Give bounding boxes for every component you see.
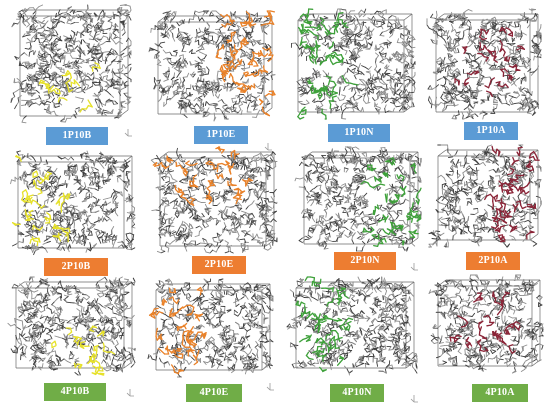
panel-4p10e: 4P10E [146, 278, 274, 404]
polymer-chains [428, 144, 542, 248]
panel-label: 2P10E [192, 256, 246, 274]
panel-label: 1P10N [328, 124, 390, 142]
molecular-box-image [147, 278, 274, 378]
molecular-box-image [428, 274, 544, 374]
panel-label: 4P10N [330, 384, 384, 402]
panel-2p10e: 2P10E [150, 146, 278, 274]
panel-1p10b: 1P10B [10, 4, 132, 152]
polymer-chains [10, 150, 136, 256]
panel-label: 2P10B [44, 258, 108, 276]
highlighted-molecules [38, 62, 101, 113]
highlighted-molecules [295, 276, 354, 373]
panel-label: 4P10E [186, 384, 242, 402]
highlighted-molecules [297, 8, 359, 120]
molecular-box-image [148, 10, 276, 122]
molecular-box-image [294, 146, 422, 252]
axis-triad-icon [124, 129, 132, 137]
highlighted-molecules [11, 154, 71, 247]
molecular-box-image [7, 276, 136, 376]
panel-label: 2P10N [334, 252, 396, 270]
highlighted-molecules [454, 26, 526, 97]
panel-1p10e: 1P10E [148, 10, 276, 152]
panel-1p10n: 1P10N [288, 8, 416, 152]
panel-label: 1P10B [46, 127, 108, 145]
axis-triad-icon [126, 389, 134, 397]
molecular-box-image [428, 144, 542, 248]
axis-triad-icon [264, 143, 272, 151]
polymer-chains [294, 146, 422, 252]
axis-triad-icon [410, 395, 418, 403]
polymer-chains [10, 4, 132, 124]
panel-1p10a: 1P10A [426, 8, 542, 152]
highlighted-molecules [148, 286, 207, 375]
polymer-chains [426, 8, 542, 120]
highlighted-molecules [215, 10, 276, 117]
highlighted-molecules [360, 157, 422, 247]
highlighted-molecules [449, 291, 521, 354]
polymer-chains [290, 8, 416, 120]
panel-4p10n: 4P10N [286, 276, 418, 404]
highlighted-molecules [152, 146, 253, 206]
polymer-chains [147, 278, 274, 378]
highlighted-molecules [51, 325, 116, 376]
panel-label: 2P10A [466, 252, 520, 270]
panel-2p10a: 2P10A [428, 144, 542, 274]
panel-4p10b: 4P10B [6, 276, 136, 404]
molecular-box-image [10, 4, 132, 124]
panel-label: 4P10A [472, 384, 528, 402]
panel-label: 1P10A [464, 122, 518, 140]
molecular-box-image [426, 8, 542, 120]
simulation-box-outline [19, 9, 129, 117]
polymer-chains [286, 276, 418, 376]
axis-triad-icon [266, 383, 274, 391]
highlighted-molecules [484, 145, 540, 243]
molecular-box-image [290, 8, 416, 120]
polymer-chains [428, 274, 544, 374]
polymer-chains [150, 147, 278, 254]
molecular-box-image [150, 146, 278, 254]
panel-4p10a: 4P10A [428, 274, 544, 404]
panel-2p10b: 2P10B [8, 150, 136, 278]
molecular-box-image [286, 276, 418, 376]
panel-2p10n: 2P10N [294, 146, 422, 274]
panel-label: 1P10E [194, 126, 248, 144]
panel-label: 4P10B [44, 383, 106, 401]
polymer-chains [7, 276, 136, 376]
axis-triad-icon [410, 263, 418, 271]
molecular-box-image [10, 150, 136, 256]
